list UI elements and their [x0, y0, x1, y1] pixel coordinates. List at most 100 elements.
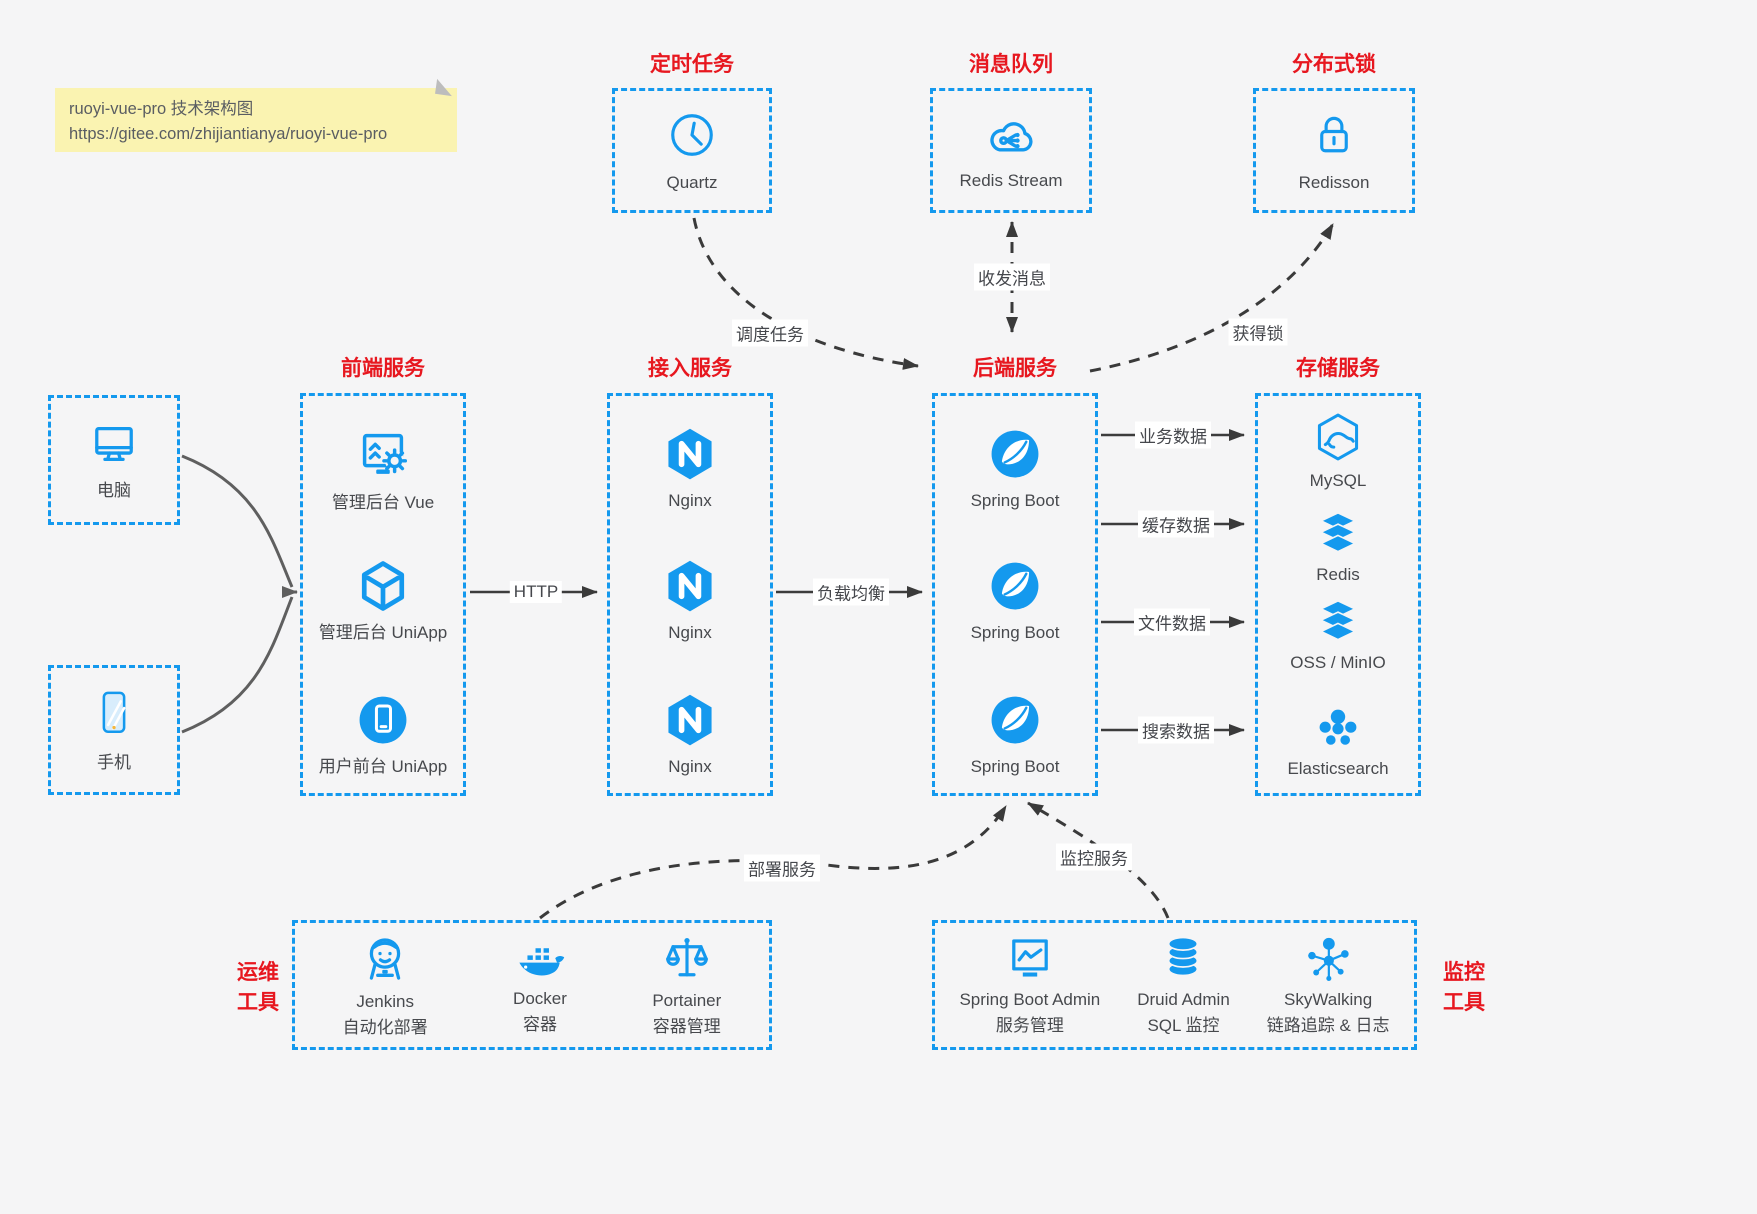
node-label: Nginx: [668, 491, 712, 510]
stack-icon: [1319, 511, 1357, 553]
node-label: MySQL: [1309, 471, 1367, 490]
node-admin-vue: 管理后台 Vue: [303, 424, 463, 515]
nginx-icon: [668, 694, 712, 746]
node-druid: Druid Admin SQL 监控: [1137, 932, 1230, 1038]
network-hub-icon: [1308, 937, 1349, 981]
node-nginx-1: Nginx: [610, 424, 770, 513]
group-title-scheduled-tasks: 定时任务: [650, 53, 734, 76]
edge-lock: [1089, 223, 1335, 373]
node-label: 管理后台 UniApp: [318, 623, 448, 642]
node-label: Nginx: [668, 623, 712, 642]
node-label: 电脑: [97, 481, 131, 501]
node-springboot-admin: Spring Boot Admin 服务管理: [959, 932, 1100, 1038]
node-admin-uniapp: 管理后台 UniApp: [303, 556, 463, 645]
node-sublabel: 自动化部署: [342, 1018, 428, 1037]
elasticsearch-icon: [1319, 709, 1357, 745]
spring-icon: [991, 696, 1039, 744]
edge-label-load-balance: 负载均衡: [813, 578, 889, 606]
node-oss-minio: OSS / MinIO: [1258, 596, 1418, 675]
node-label: Portainer: [652, 991, 722, 1011]
node-label: Spring Boot: [970, 623, 1060, 642]
column-box-storage: MySQL Redis OSS / MinIO: [1255, 393, 1421, 796]
edge-label-business-data: 业务数据: [1135, 421, 1211, 449]
monitor-chart-icon: [1012, 939, 1048, 977]
cloud-network-icon: [990, 121, 1033, 152]
node-mysql: MySQL: [1258, 410, 1418, 493]
node-springboot-3: Spring Boot: [935, 690, 1095, 779]
node-label: 管理后台 Vue: [331, 493, 435, 512]
node-skywalking: SkyWalking 链路追踪 & 日志: [1267, 932, 1390, 1038]
group-box-monitor-tools: Spring Boot Admin 服务管理 Druid Admin SQL 监…: [932, 920, 1417, 1050]
node-label: Druid Admin: [1137, 990, 1230, 1010]
client-box-phone: 手机: [48, 665, 180, 795]
portainer-icon: [665, 938, 708, 977]
nginx-icon: [668, 428, 712, 480]
sticky-note: ruoyi-vue-pro 技术架构图 https://gitee.com/zh…: [55, 78, 457, 152]
node-label: Redis: [1316, 565, 1360, 584]
node-label: Spring Boot Admin: [959, 990, 1101, 1010]
edge-label-message: 收发消息: [974, 263, 1050, 291]
node-sublabel: 链路追踪 & 日志: [1266, 1016, 1390, 1035]
edge-label-cache-data: 缓存数据: [1138, 510, 1214, 538]
column-box-frontend: 管理后台 Vue 管理后台 UniApp 用户前台 UniApp: [300, 393, 466, 796]
column-title-access: 接入服务: [648, 357, 732, 380]
spring-icon: [991, 562, 1039, 610]
mobile-app-icon: [359, 696, 407, 744]
node-label: Elasticsearch: [1287, 759, 1389, 778]
node-sublabel: 容器: [522, 1015, 557, 1034]
node-nginx-3: Nginx: [610, 690, 770, 779]
lock-icon: [1320, 116, 1348, 152]
docker-icon: [519, 946, 565, 976]
stack-icon: [1319, 599, 1357, 641]
group-title-monitor-tools: 监控 工具: [1443, 961, 1485, 1015]
node-label: Spring Boot: [970, 757, 1060, 776]
phone-icon: [102, 691, 126, 734]
node-sublabel: SQL 监控: [1147, 1016, 1220, 1035]
node-label: 手机: [97, 753, 131, 773]
node-label: Docker: [513, 989, 567, 1009]
node-docker: Docker 容器: [511, 933, 569, 1037]
node-label: Jenkins: [356, 992, 414, 1012]
column-title-backend: 后端服务: [973, 357, 1057, 380]
node-jenkins: Jenkins 自动化部署: [343, 930, 428, 1040]
edge-label-search-data: 搜索数据: [1138, 716, 1214, 744]
edge-phone-to-frontend: [181, 596, 294, 734]
mysql-icon: [1317, 413, 1359, 461]
clock-icon: [671, 113, 713, 156]
column-box-access: Nginx Nginx Nginx: [607, 393, 773, 796]
node-sublabel: 服务管理: [995, 1016, 1064, 1035]
node-sublabel: 容器管理: [652, 1017, 721, 1036]
node-portainer: Portainer 容器管理: [652, 931, 721, 1039]
admin-vue-icon: [362, 433, 408, 474]
column-title-storage: 存储服务: [1296, 357, 1380, 380]
node-label: SkyWalking: [1284, 990, 1373, 1010]
node-label: 用户前台 UniApp: [318, 757, 448, 776]
node-springboot-1: Spring Boot: [935, 424, 1095, 513]
node-redis: Redis: [1258, 508, 1418, 587]
database-icon: [1168, 936, 1199, 977]
column-title-frontend: 前端服务: [341, 357, 425, 380]
note-fold-corner: [435, 78, 454, 97]
note-url: https://gitee.com/zhijiantianya/ruoyi-vu…: [69, 124, 388, 143]
group-box-scheduled-tasks: Quartz: [612, 88, 772, 213]
group-title-message-queue: 消息队列: [969, 53, 1053, 76]
group-box-distributed-lock: Redisson: [1253, 88, 1415, 213]
node-nginx-2: Nginx: [610, 556, 770, 645]
node-label: Spring Boot: [970, 491, 1060, 510]
node-label: Redisson: [1298, 172, 1370, 192]
edge-pc-to-frontend: [181, 454, 294, 588]
cube-icon: [361, 561, 405, 611]
edge-label-schedule: 调度任务: [732, 319, 808, 347]
node-elasticsearch: Elasticsearch: [1258, 704, 1418, 781]
node-label: Nginx: [668, 757, 712, 776]
node-user-uniapp: 用户前台 UniApp: [303, 690, 463, 779]
note-title: ruoyi-vue-pro 技术架构图: [69, 100, 254, 118]
node-springboot-2: Spring Boot: [935, 556, 1095, 645]
group-title-distributed-lock: 分布式锁: [1292, 53, 1376, 76]
nginx-icon: [668, 560, 712, 612]
column-box-backend: Spring Boot Spring Boot Spring Boot: [932, 393, 1098, 796]
edge-label-http: HTTP: [509, 581, 563, 603]
edge-label-lock: 获得锁: [1228, 318, 1288, 346]
